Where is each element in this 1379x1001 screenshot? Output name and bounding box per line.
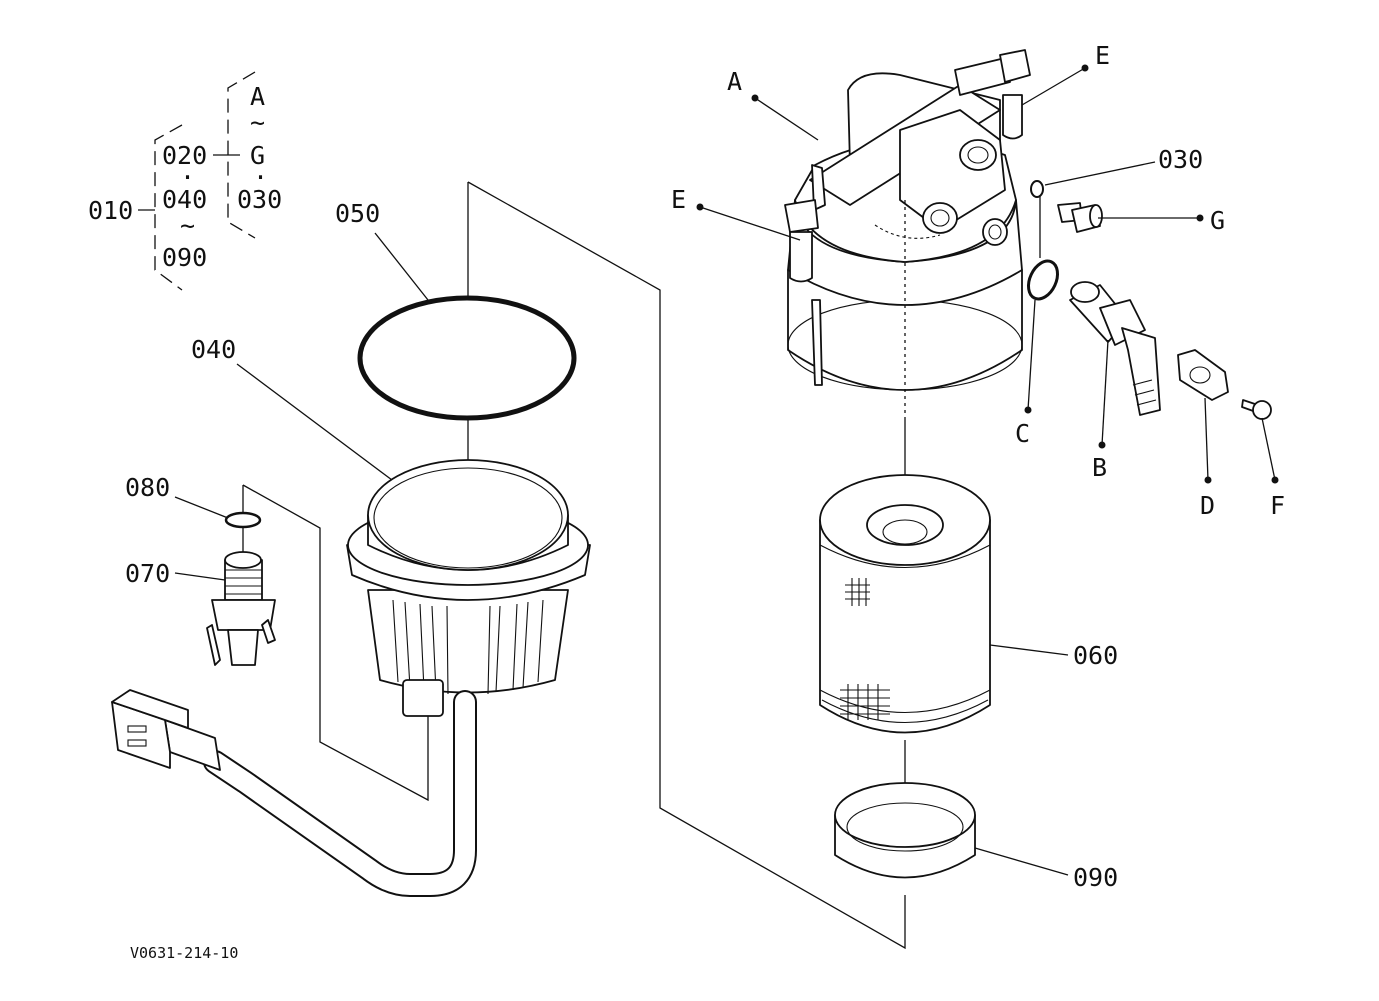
callout-C: C: [1015, 419, 1030, 448]
filter-mesh-top: [845, 578, 870, 606]
bracket-D: [1177, 349, 1229, 401]
water-sensor-070: [206, 551, 276, 666]
callout-labels: 050 040 080 070 060 090 030 A E E G C B …: [125, 41, 1285, 892]
o-ring-050: [357, 295, 577, 421]
group-item-020: 020: [162, 141, 207, 170]
leader-lines: [174, 67, 1276, 876]
callout-D: D: [1200, 491, 1215, 520]
group-bracket: 010 020 · 040 ~ 090 A ~ G · 030: [88, 71, 282, 291]
drawing-code: V0631-214-10: [130, 944, 238, 962]
sensor-cable: [111, 689, 477, 897]
callout-050: 050: [335, 199, 380, 228]
group-label-010: 010: [88, 196, 133, 225]
group-item-040: 040: [162, 185, 207, 214]
o-ring-C: [1026, 259, 1060, 301]
screw-F: [1241, 399, 1272, 420]
group-sep-dot-1: ·: [180, 163, 195, 192]
filter-mesh-bottom: [840, 684, 890, 720]
callout-B: B: [1092, 453, 1107, 482]
leader-dots: [696, 64, 1279, 484]
air-vent-plug-G: [1057, 202, 1103, 233]
o-ring-030: [1030, 180, 1044, 198]
group-item-A: A: [250, 82, 265, 111]
group-sep-dot-2: ·: [253, 163, 268, 192]
callout-080: 080: [125, 473, 170, 502]
group-tilde-2: ~: [250, 108, 265, 137]
o-ring-080: [224, 511, 262, 529]
callout-A: A: [727, 67, 742, 96]
lever-cock-B: [1069, 281, 1161, 416]
filter-element-060: [819, 474, 991, 734]
callout-090: 090: [1073, 863, 1118, 892]
callout-E-left: E: [671, 185, 686, 214]
callout-040: 040: [191, 335, 236, 364]
group-tilde-1: ~: [180, 211, 195, 240]
callout-060: 060: [1073, 641, 1118, 670]
callout-030: 030: [1158, 145, 1203, 174]
callout-070: 070: [125, 559, 170, 588]
callout-F: F: [1270, 491, 1285, 520]
group-item-090: 090: [162, 243, 207, 272]
group-item-G: G: [250, 141, 265, 170]
callout-E-top: E: [1095, 41, 1110, 70]
ring-090: [834, 782, 976, 879]
filter-bowl-040: [346, 459, 591, 717]
group-item-030: 030: [237, 185, 282, 214]
callout-G: G: [1210, 206, 1225, 235]
filter-head-assembly: [784, 49, 1031, 420]
